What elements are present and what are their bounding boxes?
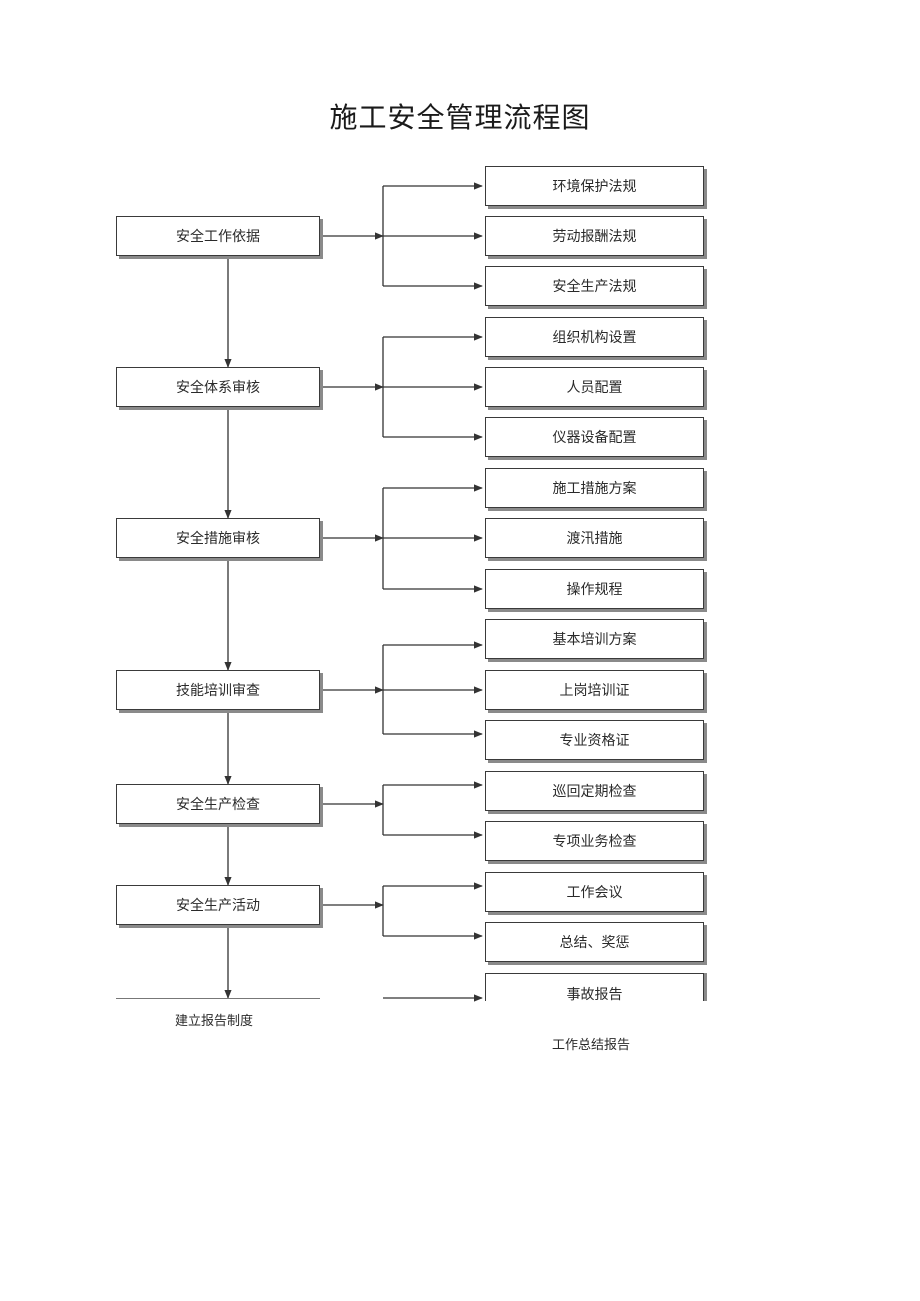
item-box-4-3: 专业资格证 (485, 720, 704, 760)
item-label-2-1: 组织机构设置 (552, 330, 637, 346)
item-box-1-2: 劳动报酬法规 (485, 216, 704, 256)
step-box-1: 安全工作依据 (116, 216, 320, 256)
item-label-7-2: 工作总结报告 (552, 1038, 631, 1053)
item-label-6-2: 总结、奖惩 (559, 935, 630, 951)
step-box-7-partial (116, 998, 320, 1002)
item-label-4-2: 上岗培训证 (559, 683, 630, 699)
item-box-2-1: 组织机构设置 (485, 317, 704, 357)
item-label-7-1: 事故报告 (566, 987, 623, 1003)
item-box-5-2: 专项业务检查 (485, 821, 704, 861)
item-box-6-2: 总结、奖惩 (485, 922, 704, 962)
item-box-3-3: 操作规程 (485, 569, 704, 609)
item-label-2-3: 仪器设备配置 (552, 430, 637, 446)
item-box-5-1: 巡回定期检查 (485, 771, 704, 811)
item-box-2-3: 仪器设备配置 (485, 417, 704, 457)
item-label-4-3: 专业资格证 (559, 733, 630, 749)
step-box-6: 安全生产活动 (116, 885, 320, 925)
step-label-2: 安全体系审核 (176, 380, 260, 396)
step-label-6: 安全生产活动 (176, 898, 260, 914)
item-label-3-1: 施工措施方案 (552, 481, 637, 497)
item-box-4-2: 上岗培训证 (485, 670, 704, 710)
item-label-1-3: 安全生产法规 (552, 279, 637, 295)
item-label-1-1: 环境保护法规 (552, 179, 637, 195)
step-box-2: 安全体系审核 (116, 367, 320, 407)
page-title: 施工安全管理流程图 (329, 101, 591, 134)
item-label-5-1: 巡回定期检查 (552, 784, 637, 800)
item-box-4-1: 基本培训方案 (485, 619, 704, 659)
item-label-3-3: 操作规程 (566, 582, 623, 598)
step-label-4: 技能培训审查 (176, 683, 260, 699)
item-box-1-3: 安全生产法规 (485, 266, 704, 306)
step-box-3: 安全措施审核 (116, 518, 320, 558)
step-label-7: 建立报告制度 (175, 1014, 254, 1029)
item-label-5-2: 专项业务检查 (552, 834, 637, 850)
item-box-6-1: 工作会议 (485, 872, 704, 912)
item-label-2-2: 人员配置 (566, 380, 623, 396)
item-box-2-2: 人员配置 (485, 367, 704, 407)
item-box-1-1: 环境保护法规 (485, 166, 704, 206)
item-box-3-1: 施工措施方案 (485, 468, 704, 508)
item-label-4-1: 基本培训方案 (552, 632, 637, 648)
item-label-6-1: 工作会议 (566, 885, 623, 901)
item-label-3-2: 渡汛措施 (566, 531, 623, 547)
step-label-1: 安全工作依据 (176, 229, 260, 245)
step-box-5: 安全生产检查 (116, 784, 320, 824)
item-box-3-2: 渡汛措施 (485, 518, 704, 558)
step-label-5: 安全生产检查 (176, 797, 260, 813)
step-box-4: 技能培训审查 (116, 670, 320, 710)
step-label-3: 安全措施审核 (176, 531, 260, 547)
item-label-1-2: 劳动报酬法规 (552, 229, 637, 245)
item-box-7-1: 事故报告 (485, 973, 704, 1003)
